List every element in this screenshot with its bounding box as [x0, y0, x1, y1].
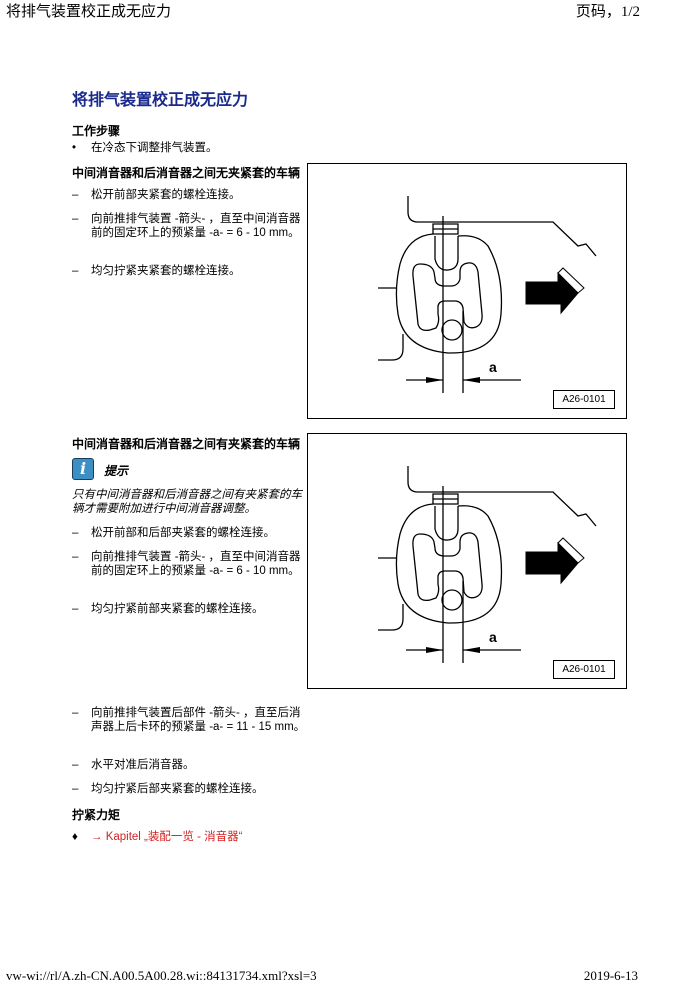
kapitel-link[interactable]: → Kapitel „装配一览 - 消音器“ — [91, 831, 243, 843]
list-item: –向前推排气装置 -箭头- ，直至中间消音器前的固定环上的预紧量 -a- = 6… — [72, 551, 301, 577]
header-title: 将排气装置校正成无应力 — [6, 4, 172, 20]
muffler-mount-diagram — [378, 466, 597, 663]
note-title: 提示 — [104, 464, 129, 478]
info-icon: i — [72, 458, 94, 480]
footer-path: vw-wi://rl/A.zh-CN.A00.5A00.28.wi::84131… — [6, 968, 317, 983]
figure-2: a A26-0101 — [307, 433, 627, 689]
muffler-mount-diagram — [378, 196, 597, 393]
note-text: 只有中间消音器和后消音器之间有夹紧套的车辆才需要附加进行中间消音器调整。 — [72, 489, 302, 515]
section2-heading: 中间消音器和后消音器之间有夹紧套的车辆 — [72, 437, 301, 451]
torque-item: ♦ → Kapitel „装配一览 - 消音器“ — [72, 830, 312, 844]
diamond-icon: ♦ — [72, 831, 78, 843]
list-item: –均匀拧紧夹紧套的螺栓连接。 — [72, 265, 241, 277]
list-item: –向前推排气装置 -箭头- ，直至中间消音器前的固定环上的预紧量 -a- = 6… — [72, 213, 301, 239]
figure-label: A26-0101 — [553, 390, 615, 409]
list-item: –向前推排气装置后部件 -箭头- ，直至后消声器上后卡环的预紧量 -a- = 1… — [72, 707, 306, 733]
list-item: –均匀拧紧后部夹紧套的螺栓连接。 — [72, 783, 264, 795]
torque-heading: 拧紧力矩 — [72, 808, 121, 822]
dimension-label: a — [489, 359, 497, 375]
list-item: –松开前部夹紧套的螺栓连接。 — [72, 189, 241, 201]
section1-heading: 中间消音器和后消音器之间无夹紧套的车辆 — [72, 166, 301, 180]
list-item: –松开前部和后部夹紧套的螺栓连接。 — [72, 527, 275, 539]
step-item: •在冷态下调整排气装置。 — [72, 142, 218, 154]
bullet-icon: • — [72, 142, 77, 154]
list-item: –水平对准后消音器。 — [72, 759, 195, 771]
header-page-number: 页码，1/2 — [575, 4, 640, 20]
dimension-label: a — [489, 629, 497, 645]
list-item: –均匀拧紧前部夹紧套的螺栓连接。 — [72, 603, 264, 615]
steps-heading: 工作步骤 — [72, 124, 121, 138]
page-title: 将排气装置校正成无应力 — [72, 92, 249, 109]
figure-label: A26-0101 — [553, 660, 615, 679]
footer-date: 2019-6-13 — [583, 968, 638, 983]
figure-1: a A26-0101 — [307, 163, 627, 419]
